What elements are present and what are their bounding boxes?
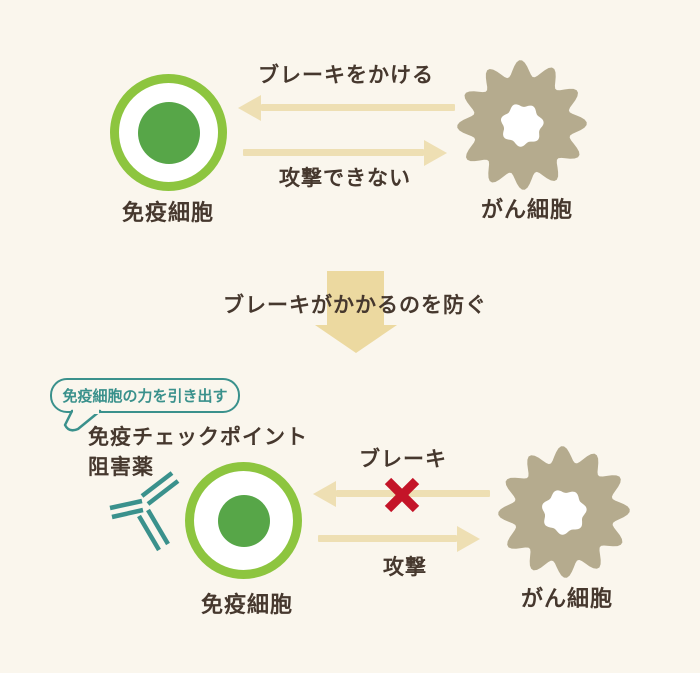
brake-arrow-label: ブレーキをかける <box>258 64 434 87</box>
immune-cell-label: 免疫細胞 <box>200 592 294 617</box>
attack-right-arrow-icon <box>243 149 424 156</box>
cancer-cell-icon <box>498 446 630 578</box>
speech-bubble: 免疫細胞の力を引き出す <box>50 378 240 413</box>
attack-right-arrow-icon <box>318 535 457 542</box>
attack-arrow-label: 攻撃 <box>383 556 427 579</box>
antibody-icon <box>109 471 180 552</box>
immune-cell-icon <box>185 462 302 579</box>
down-arrow-head <box>315 325 397 353</box>
brake-left-arrow-icon <box>336 490 490 497</box>
immune-cell-nucleus <box>137 101 200 164</box>
drug-name: 免疫チェックポイント 阻害薬 <box>88 423 308 483</box>
down-arrow-icon <box>314 271 398 353</box>
immune-cell-icon <box>110 74 227 191</box>
down-arrow-body <box>327 271 384 326</box>
speech-bubble-tail-icon <box>63 409 102 432</box>
brake-arrow-label: ブレーキ <box>359 448 447 471</box>
cancer-cell-label: がん細胞 <box>480 197 574 222</box>
immune-cell-label: 免疫細胞 <box>121 200 215 225</box>
cancer-cell-label: がん細胞 <box>520 586 614 611</box>
x-mark-icon <box>384 477 420 513</box>
transition-caption: ブレーキがかかるのを防ぐ <box>223 294 487 317</box>
speech-bubble-text: 免疫細胞の力を引き出す <box>62 388 228 405</box>
drug-name-line1: 免疫チェックポイント <box>88 426 308 449</box>
attack-arrow-label: 攻撃できない <box>279 167 411 190</box>
cancer-cell-icon <box>457 60 587 190</box>
drug-name-line2: 阻害薬 <box>88 456 154 479</box>
brake-left-arrow-icon <box>261 104 455 111</box>
immune-cell-nucleus <box>217 494 270 547</box>
